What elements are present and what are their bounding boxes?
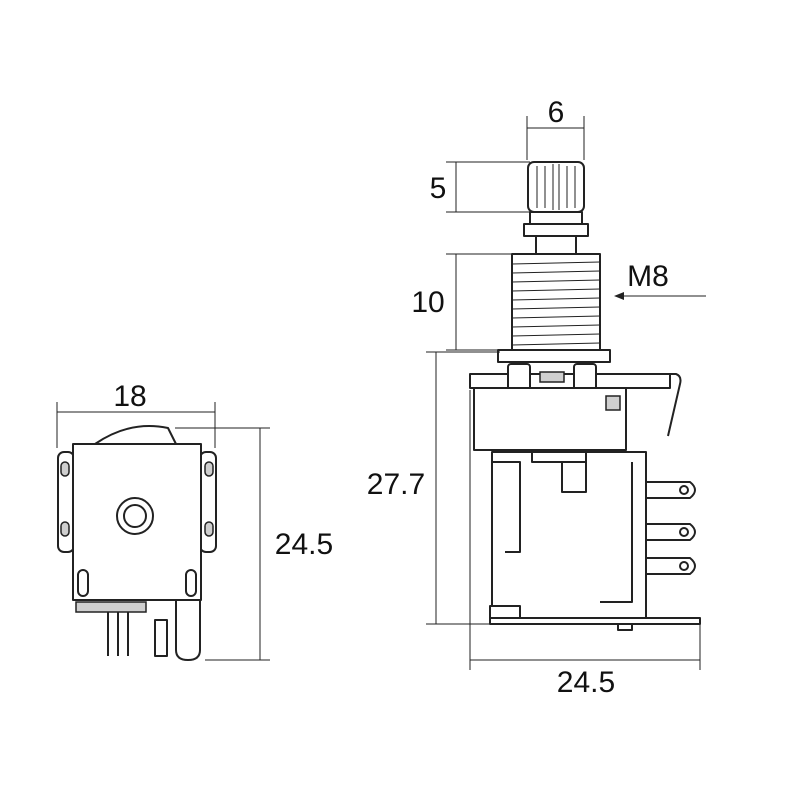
side-view-nut bbox=[497, 349, 611, 363]
terminal-2-hole bbox=[679, 527, 689, 537]
front-view-shaft-outer bbox=[116, 497, 154, 535]
front-view-slot-left bbox=[77, 569, 89, 597]
side-view-housing-detail bbox=[605, 395, 621, 411]
front-view-terminal-4 bbox=[154, 619, 168, 657]
side-view-switch-body bbox=[491, 451, 647, 619]
side-view-neck bbox=[535, 235, 577, 255]
dim-body-height-label: 27.7 bbox=[367, 468, 425, 501]
dim-bushing-height-label: 10 bbox=[411, 286, 444, 319]
front-view-left-tab-slot-lower bbox=[60, 521, 70, 537]
side-view-thread-lines bbox=[511, 261, 601, 346]
dim-front-height-label: 24.5 bbox=[275, 528, 333, 561]
terminal-3-hole bbox=[679, 561, 689, 571]
side-view-knurled-shaft bbox=[527, 161, 585, 213]
front-view-right-tab-slot-upper bbox=[204, 461, 214, 477]
thread-arrow-head bbox=[614, 292, 624, 300]
side-view-switch-top-band bbox=[531, 451, 587, 463]
front-view-switch-lug bbox=[175, 600, 201, 661]
front-view-right-tab-slot-lower bbox=[204, 521, 214, 537]
front-view-shaft-inner bbox=[123, 504, 147, 528]
side-view-mounting-plate bbox=[469, 373, 671, 389]
front-view-body bbox=[72, 443, 202, 601]
side-view-clip-center bbox=[539, 371, 565, 383]
front-view-terminal-bar bbox=[75, 601, 147, 613]
side-view-collar-2 bbox=[523, 223, 589, 237]
side-view-collar bbox=[529, 211, 583, 225]
front-view-slot-right bbox=[185, 569, 197, 597]
side-view: 6 5 10 M8 27.7 24.5 bbox=[367, 96, 706, 699]
dim-depth-label: 24.5 bbox=[557, 666, 615, 699]
side-view-wire bbox=[660, 373, 682, 437]
dim-shaft-diameter-label: 6 bbox=[548, 96, 565, 129]
side-view-pot-housing bbox=[473, 387, 627, 451]
terminal-1-hole bbox=[679, 485, 689, 495]
front-view: 18 24.5 bbox=[56, 380, 333, 661]
side-view-switch-inner-right bbox=[600, 462, 633, 603]
side-view-base-tab bbox=[617, 623, 633, 631]
dim-knurl-height-label: 5 bbox=[430, 172, 447, 205]
side-view-switch-inner-left bbox=[492, 461, 521, 553]
front-view-dome bbox=[94, 425, 177, 445]
front-view-left-tab-slot-upper bbox=[60, 461, 70, 477]
side-view-base-plate bbox=[489, 617, 701, 625]
dim-front-width-label: 18 bbox=[113, 380, 146, 413]
thread-label: M8 bbox=[627, 260, 669, 293]
